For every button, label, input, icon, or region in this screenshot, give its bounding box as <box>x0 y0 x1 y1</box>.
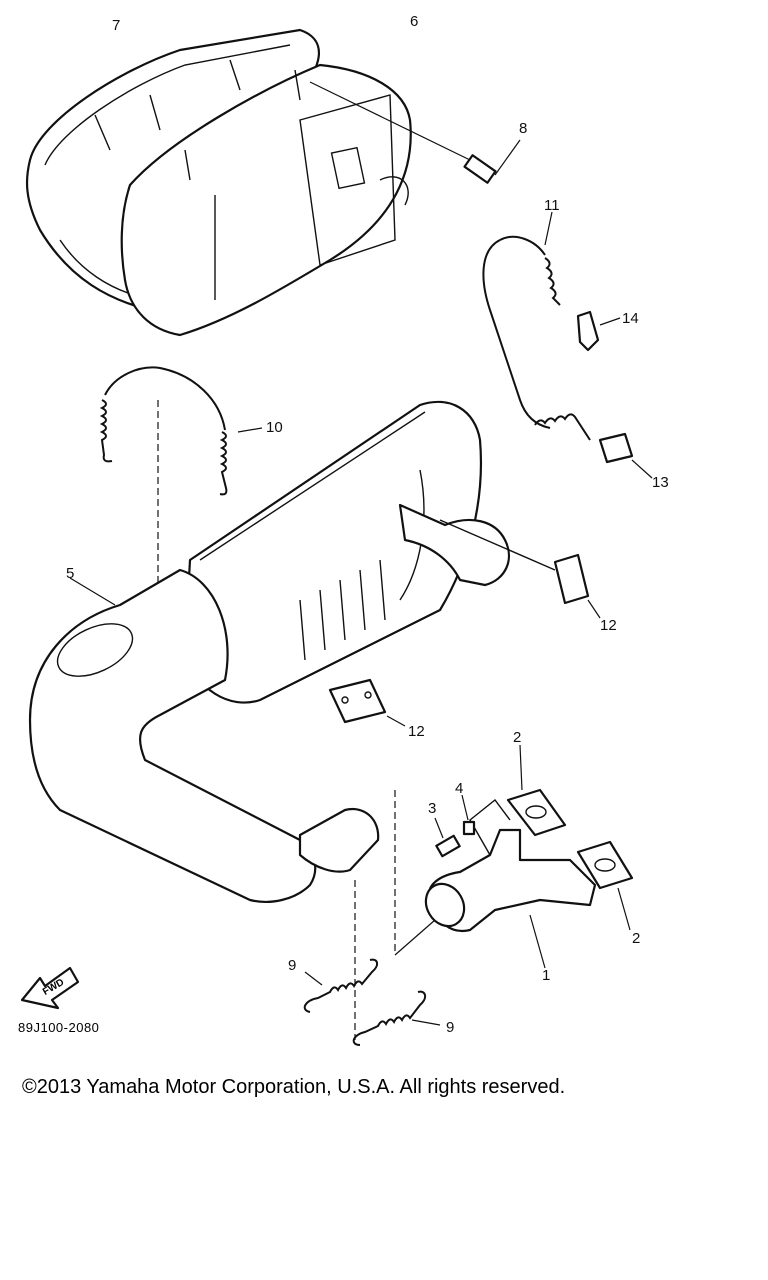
callout-14: 14 <box>622 310 639 327</box>
part-1-exhaust-pipe <box>394 790 597 969</box>
callout-12b: 12 <box>408 723 425 740</box>
part-10-spring <box>99 366 263 600</box>
callout-3: 3 <box>428 800 436 817</box>
callout-8: 8 <box>519 120 527 137</box>
part-13-plate <box>598 432 653 479</box>
part-14-clip <box>576 310 621 352</box>
callout-10: 10 <box>266 419 283 436</box>
callout-7: 7 <box>112 17 120 34</box>
callout-2b: 2 <box>632 930 640 947</box>
callout-11: 11 <box>544 197 560 214</box>
copyright-notice: ©2013 Yamaha Motor Corporation, U.S.A. A… <box>22 1076 566 1098</box>
part-8-bolt <box>309 81 521 184</box>
callout-9b: 9 <box>446 1019 454 1036</box>
part-2-gaskets <box>506 744 634 931</box>
callout-6: 6 <box>410 13 418 30</box>
callout-2a: 2 <box>513 729 521 746</box>
callout-1: 1 <box>542 967 550 984</box>
diagram-reference-code: 89J100-2080 <box>18 1020 100 1035</box>
callout-5: 5 <box>66 565 74 582</box>
part-5-muffler <box>28 400 556 903</box>
part-9-springs <box>303 880 441 1046</box>
callout-13: 13 <box>652 474 669 491</box>
callout-4: 4 <box>455 780 463 797</box>
fwd-arrow-icon: FWD <box>20 966 80 1010</box>
exhaust-parts-diagram: FWD 7 6 8 11 14 10 13 5 12 12 2 4 3 2 1 … <box>20 13 669 1046</box>
part-6-muffler-cover <box>120 63 412 337</box>
callout-12a: 12 <box>600 617 617 634</box>
part-12-pads <box>386 553 601 727</box>
part-3-4-bolt-nut <box>434 794 476 858</box>
part-11-spring-bracket <box>482 211 591 441</box>
callout-9a: 9 <box>288 957 296 974</box>
